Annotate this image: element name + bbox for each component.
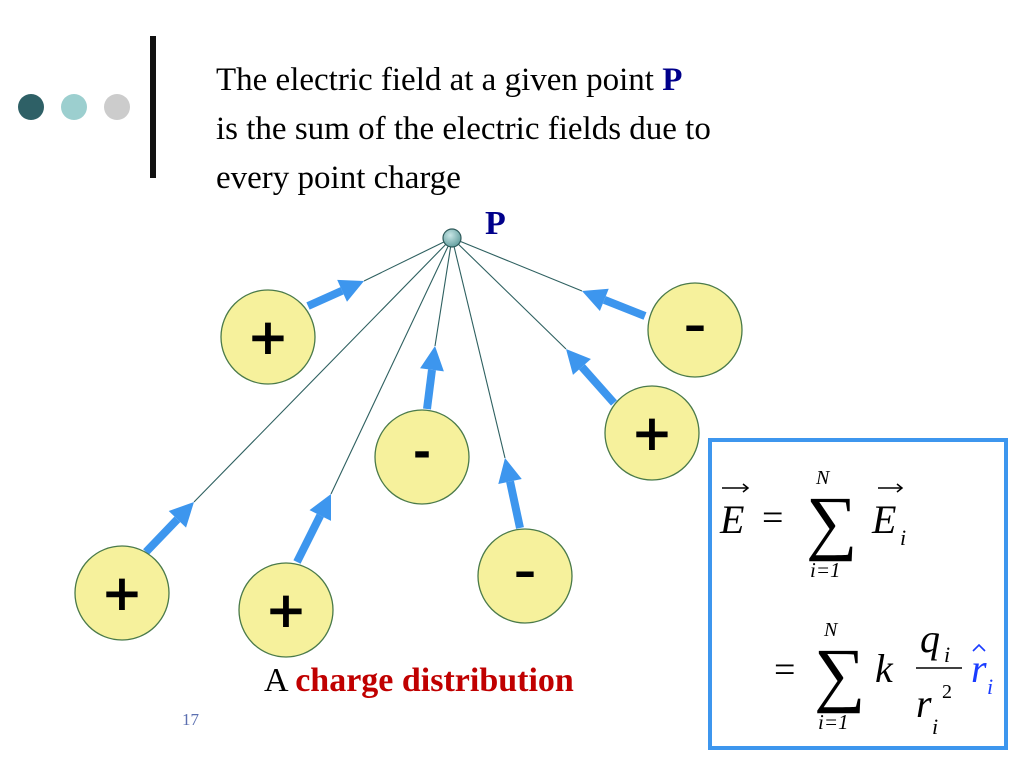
rhat-caret [972,643,986,652]
dot-dark [18,94,44,120]
dot-teal [61,94,87,120]
positive-charge [238,562,334,658]
field-line [451,237,583,292]
eq-e-total: E [719,497,744,542]
eq-k: k [875,646,894,691]
field-line [330,237,453,495]
charge-sign: + [631,404,673,462]
eq-e-sub: i [900,525,906,550]
field-line [193,237,453,503]
point-label: P [485,205,506,242]
eq-sum-lower-1: i=1 [810,558,841,582]
positive-charge [604,385,700,481]
eq-e-i: E [871,497,896,542]
eq-r: r [916,681,932,726]
field-arrow-head [420,346,444,372]
title-divider [150,36,156,178]
field-arrow-head [582,288,609,312]
field-arrow-shaft [143,516,181,555]
field-arrow-shaft [602,296,647,320]
charge-sign: – [684,300,706,351]
eq-rhat: r [971,646,987,691]
eq-r-sup: 2 [942,681,952,703]
field-point-p [442,228,462,248]
field-arrow-head [566,349,591,375]
eq-r-sub: i [932,714,938,739]
equation: E = ∑ N i=1 E i = ∑ N i=1 k q i r 2 i r … [719,467,993,739]
page-number: 17 [182,710,199,729]
title-line3: every point charge [216,160,461,196]
charge-sign: + [101,564,143,622]
title-point: P [662,62,683,98]
eq-q-sub: i [944,642,950,667]
eq-equals-1: = [762,497,783,539]
charge-sign: + [247,308,289,366]
sum-symbol-1: ∑ [806,482,857,562]
field-arrow-head [337,279,364,302]
field-line [451,237,567,350]
eq-sum-upper-1: N [815,467,831,489]
slide-title: The electric field at a given point P is… [216,56,856,203]
field-arrow-head [168,502,194,528]
negative-charge [374,409,470,505]
eq-sum-upper-2: N [823,619,839,641]
field-arrow-shaft [506,480,524,529]
title-line2: is the sum of the electric fields due to [216,111,711,147]
charge-sign: - [413,427,431,478]
eq-sum-lower-2: i=1 [818,710,849,734]
negative-charge [647,282,743,378]
field-arrow-head [498,458,522,484]
negative-charge [477,528,573,624]
field-arrow-shaft [306,287,344,310]
positive-charge [220,289,316,385]
title-line1: The electric field at a given point [216,62,663,98]
caption: A charge distribution [264,662,574,700]
eq-equals-2: = [774,649,795,691]
caption-highlight: charge distribution [295,662,574,699]
field-line [451,237,506,459]
field-arrow-shaft [293,513,324,564]
field-arrow-shaft [578,364,617,406]
equation-box: E = ∑ N i=1 E i = ∑ N i=1 k q i r 2 i r … [708,438,1008,750]
positive-charge [74,545,170,641]
eq-rhat-sub: i [987,674,993,699]
sum-symbol-2: ∑ [814,634,865,714]
field-line [363,237,453,282]
caption-prefix: A [264,662,296,699]
dot-gray [104,94,130,120]
eq-q: q [920,616,940,661]
charge-sign: – [514,546,536,597]
field-line [434,237,453,347]
field-arrow-shaft [423,369,436,410]
field-arrow-head [309,494,331,521]
charge-sign: + [265,581,307,639]
